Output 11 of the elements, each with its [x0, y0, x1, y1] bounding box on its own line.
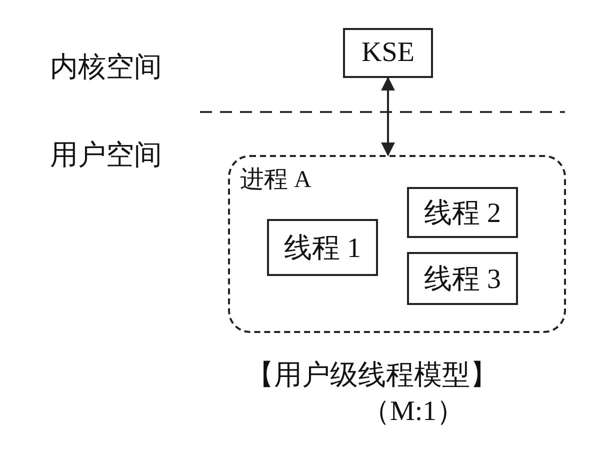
double-arrow: [381, 76, 395, 156]
kse-box: KSE: [343, 28, 433, 78]
thread-box: 线程 1: [267, 219, 378, 276]
space-label: 用户空间: [50, 139, 162, 173]
thread-box: 线程 3: [407, 252, 518, 305]
process-label: 进程 A: [240, 166, 312, 195]
caption: 【用户级线程模型】: [246, 359, 498, 393]
process-container: [228, 155, 566, 333]
thread-box: 线程 2: [407, 187, 518, 238]
ratio-label: （M:1）: [362, 395, 465, 429]
space-label: 内核空间: [50, 51, 162, 85]
